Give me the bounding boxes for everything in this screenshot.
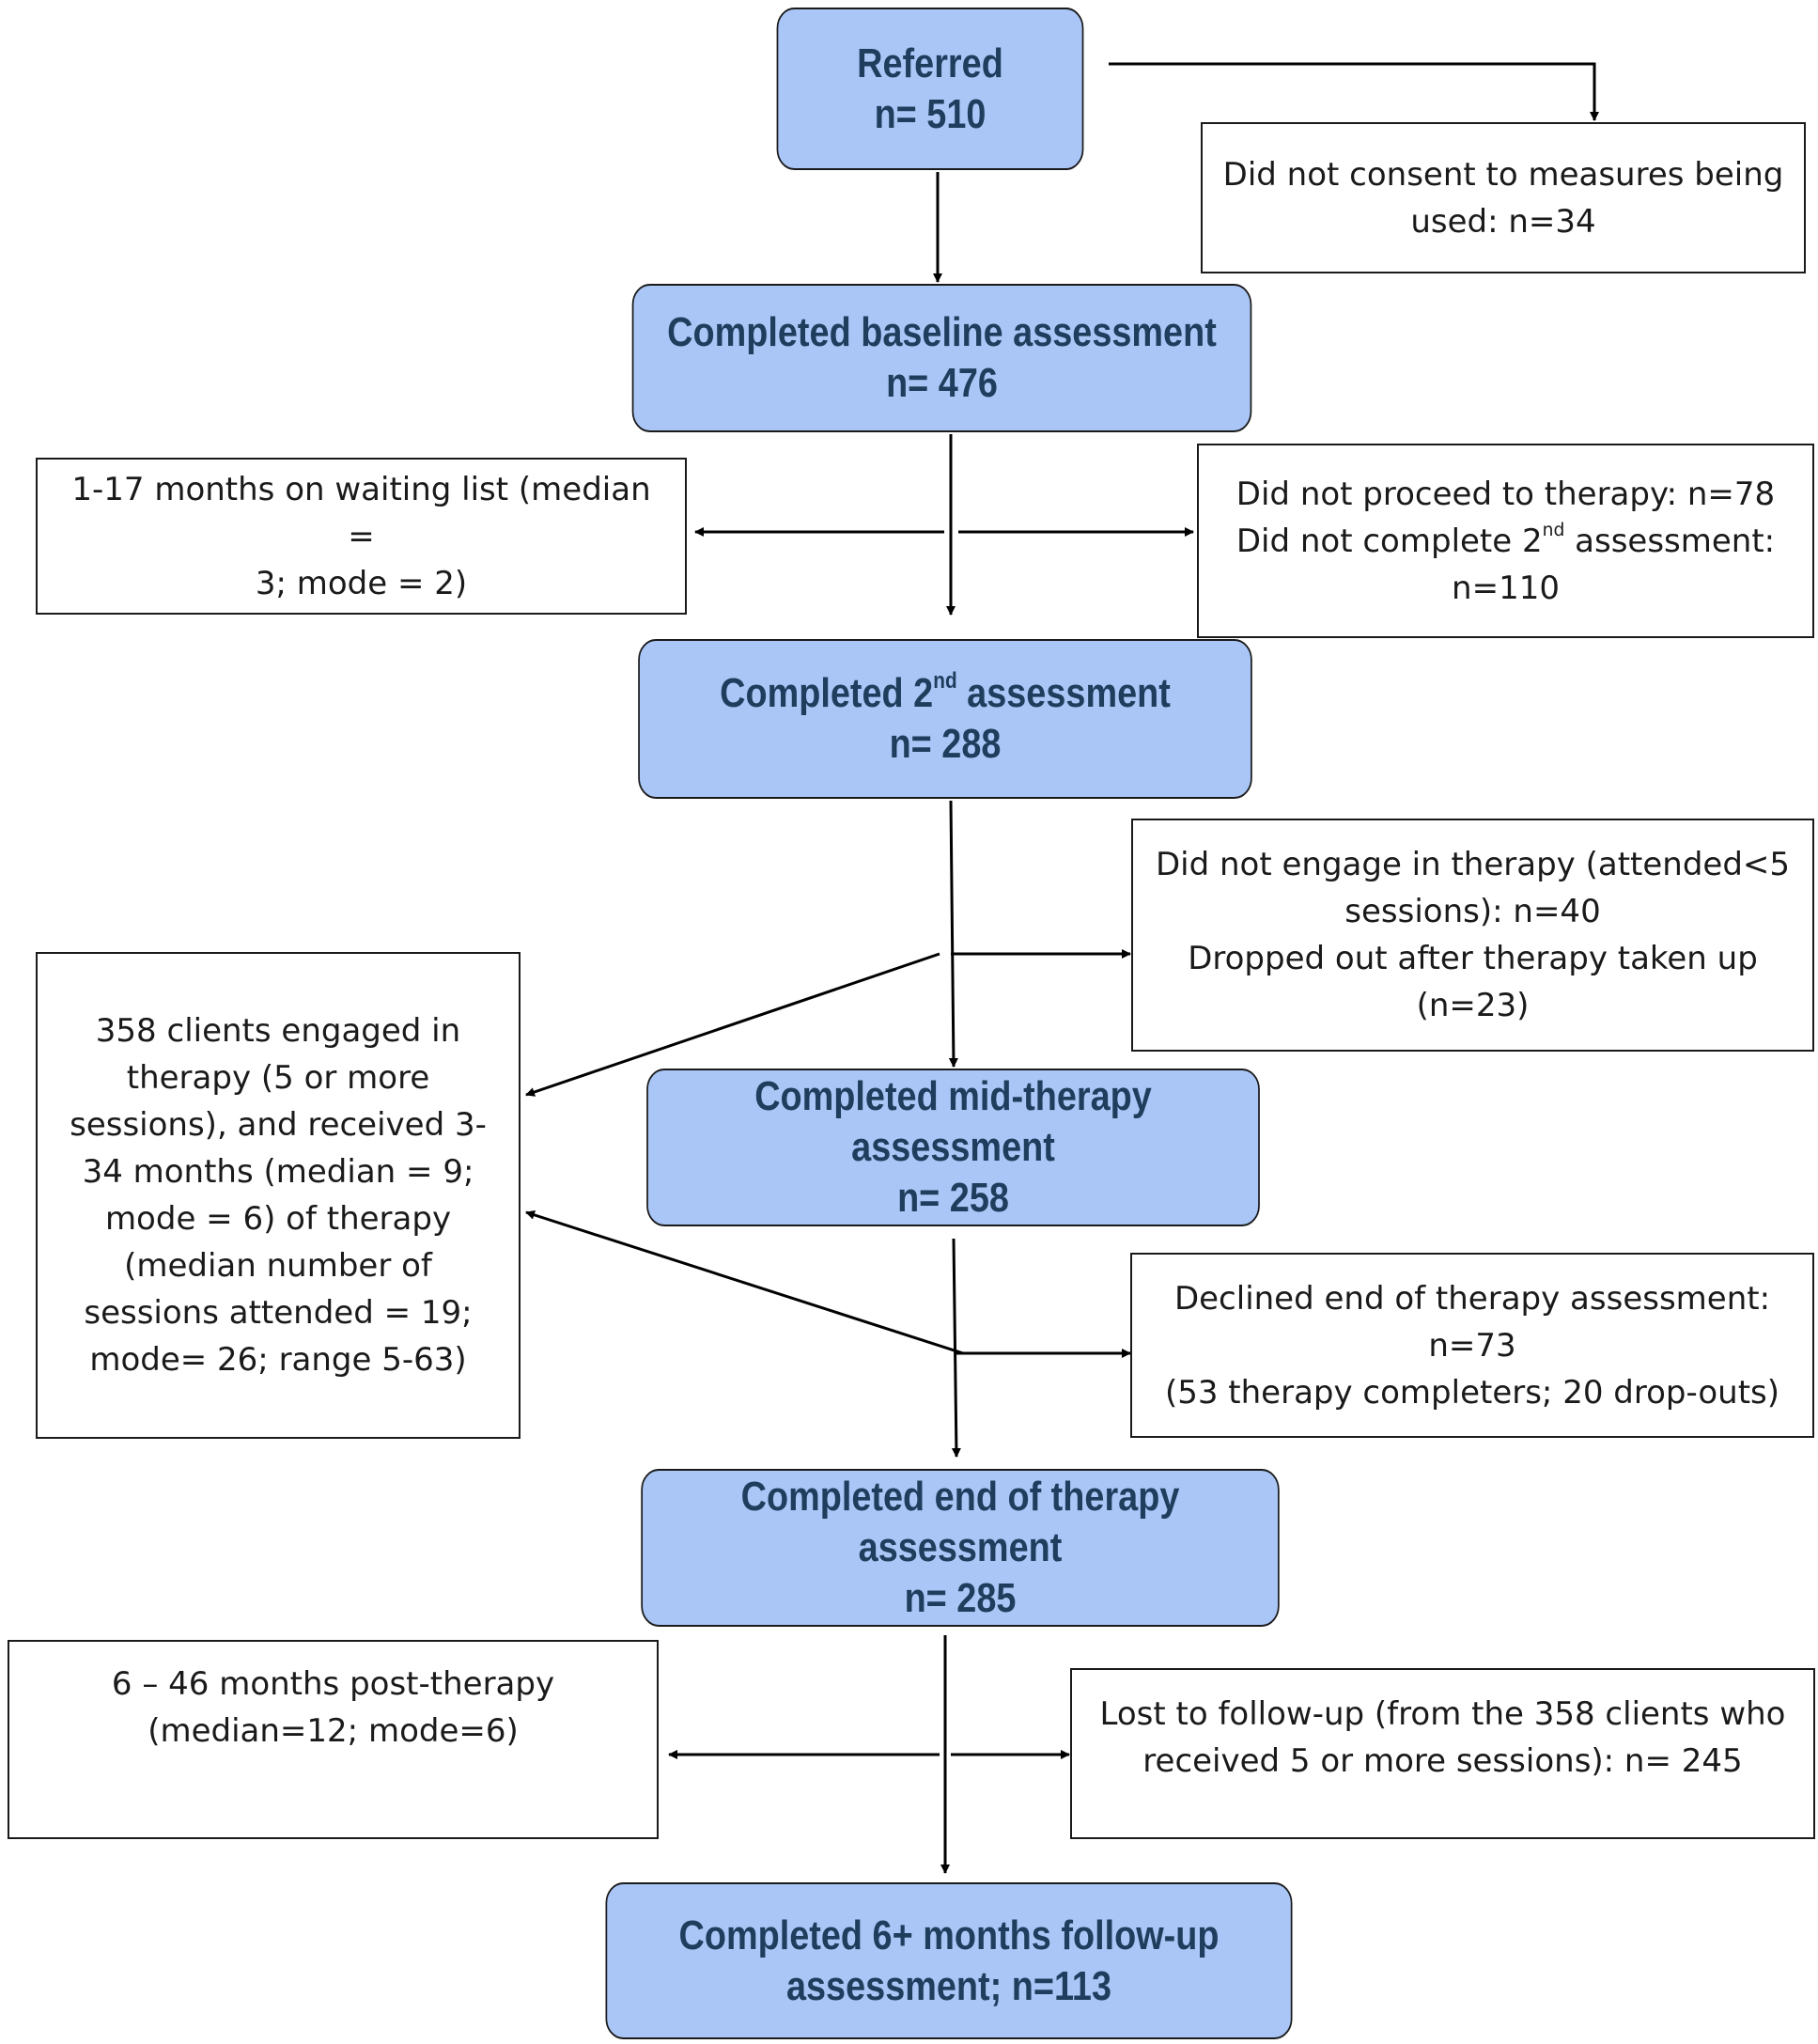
arrow-to-engaged-lower xyxy=(525,1210,964,1355)
engaged-clients-box: 358 clients engaged in therapy (5 or mor… xyxy=(36,952,521,1439)
declined-line2: n=73 xyxy=(1428,1326,1516,1365)
declined-line3: (53 therapy completers; 20 drop-outs) xyxy=(1164,1373,1780,1412)
followup-box: Completed 6+ months follow-up assessment… xyxy=(605,1882,1293,2039)
end-therapy-box: Completed end of therapy assessment n= 2… xyxy=(641,1469,1280,1627)
no-consent-box: Did not consent to measures being used: … xyxy=(1201,122,1806,273)
no-consent-line1: Did not consent to measures being xyxy=(1222,155,1784,194)
not-proceed-line2: Did not complete 2nd assessment: xyxy=(1235,521,1776,560)
mid-therapy-count: n= 258 xyxy=(897,1175,1009,1221)
referred-count: n= 510 xyxy=(874,90,987,137)
mid-therapy-box: Completed mid-therapy assessment n= 258 xyxy=(646,1069,1260,1226)
not-engage-line2: sessions): n=40 xyxy=(1344,893,1601,930)
engaged-line6: (median number of xyxy=(124,1247,432,1285)
arrow-mid-to-end xyxy=(951,1238,961,1458)
engaged-line7: sessions attended = 19; xyxy=(84,1294,473,1332)
end-therapy-title: Completed end of therapy assessment xyxy=(740,1474,1180,1570)
arrow-second-to-mid xyxy=(948,800,958,1068)
waiting-list-box: 1-17 months on waiting list (median = 3;… xyxy=(36,458,687,615)
engaged-line8: mode= 26; range 5-63) xyxy=(89,1341,467,1379)
baseline-title: Completed baseline assessment xyxy=(667,309,1217,355)
not-proceed-box: Did not proceed to therapy: n=78 Did not… xyxy=(1197,444,1814,638)
second-assessment-title: Completed 2nd assessment xyxy=(720,667,1171,716)
post-therapy-line1: 6 – 46 months post-therapy xyxy=(111,1665,555,1703)
waiting-list-line2: 3; mode = 2) xyxy=(255,564,468,602)
post-therapy-box: 6 – 46 months post-therapy (median=12; m… xyxy=(8,1640,659,1839)
engaged-line4: 34 months (median = 9; xyxy=(82,1153,474,1191)
declined-end-box: Declined end of therapy assessment: n=73… xyxy=(1130,1253,1814,1438)
arrow-to-engaged-upper xyxy=(525,952,940,1097)
not-engage-box: Did not engage in therapy (attended<5 se… xyxy=(1131,819,1814,1052)
engaged-line5: mode = 6) of therapy xyxy=(104,1200,452,1238)
engaged-line2: therapy (5 or more xyxy=(126,1059,430,1097)
engaged-line3: sessions), and received 3- xyxy=(70,1106,487,1144)
second-assessment-box: Completed 2nd assessment n= 288 xyxy=(638,639,1252,799)
referred-box: Referred n= 510 xyxy=(776,8,1084,170)
declined-line1: Declined end of therapy assessment: xyxy=(1173,1279,1771,1318)
lost-line2: received 5 or more sessions): n= 245 xyxy=(1142,1742,1743,1780)
followup-title-line1: Completed 6+ months follow-up xyxy=(678,1911,1220,1958)
not-engage-line4: (n=23) xyxy=(1416,987,1530,1024)
not-proceed-line3: n=110 xyxy=(1452,569,1560,607)
lost-follow-up-box: Lost to follow-up (from the 358 clients … xyxy=(1070,1668,1815,1839)
followup-title-line2: assessment; n=113 xyxy=(785,1962,1112,2009)
post-therapy-line2: (median=12; mode=6) xyxy=(148,1712,519,1750)
no-consent-line2: used: n=34 xyxy=(1410,202,1596,241)
mid-therapy-title: Completed mid-therapy assessment xyxy=(754,1073,1152,1170)
arrow-referred-to-consent xyxy=(1109,62,1599,121)
not-engage-line1: Did not engage in therapy (attended<5 xyxy=(1155,846,1791,883)
baseline-box: Completed baseline assessment n= 476 xyxy=(631,284,1252,432)
lost-line1: Lost to follow-up (from the 358 clients … xyxy=(1099,1695,1786,1733)
waiting-list-line1: 1-17 months on waiting list (median = xyxy=(71,470,651,555)
end-therapy-count: n= 285 xyxy=(904,1575,1017,1621)
engaged-line1: 358 clients engaged in xyxy=(95,1012,461,1050)
baseline-count: n= 476 xyxy=(886,360,998,406)
not-engage-line3: Dropped out after therapy taken up xyxy=(1188,940,1758,977)
second-assessment-count: n= 288 xyxy=(889,721,1002,767)
not-proceed-line1: Did not proceed to therapy: n=78 xyxy=(1235,475,1776,513)
referred-title: Referred xyxy=(857,39,1003,86)
